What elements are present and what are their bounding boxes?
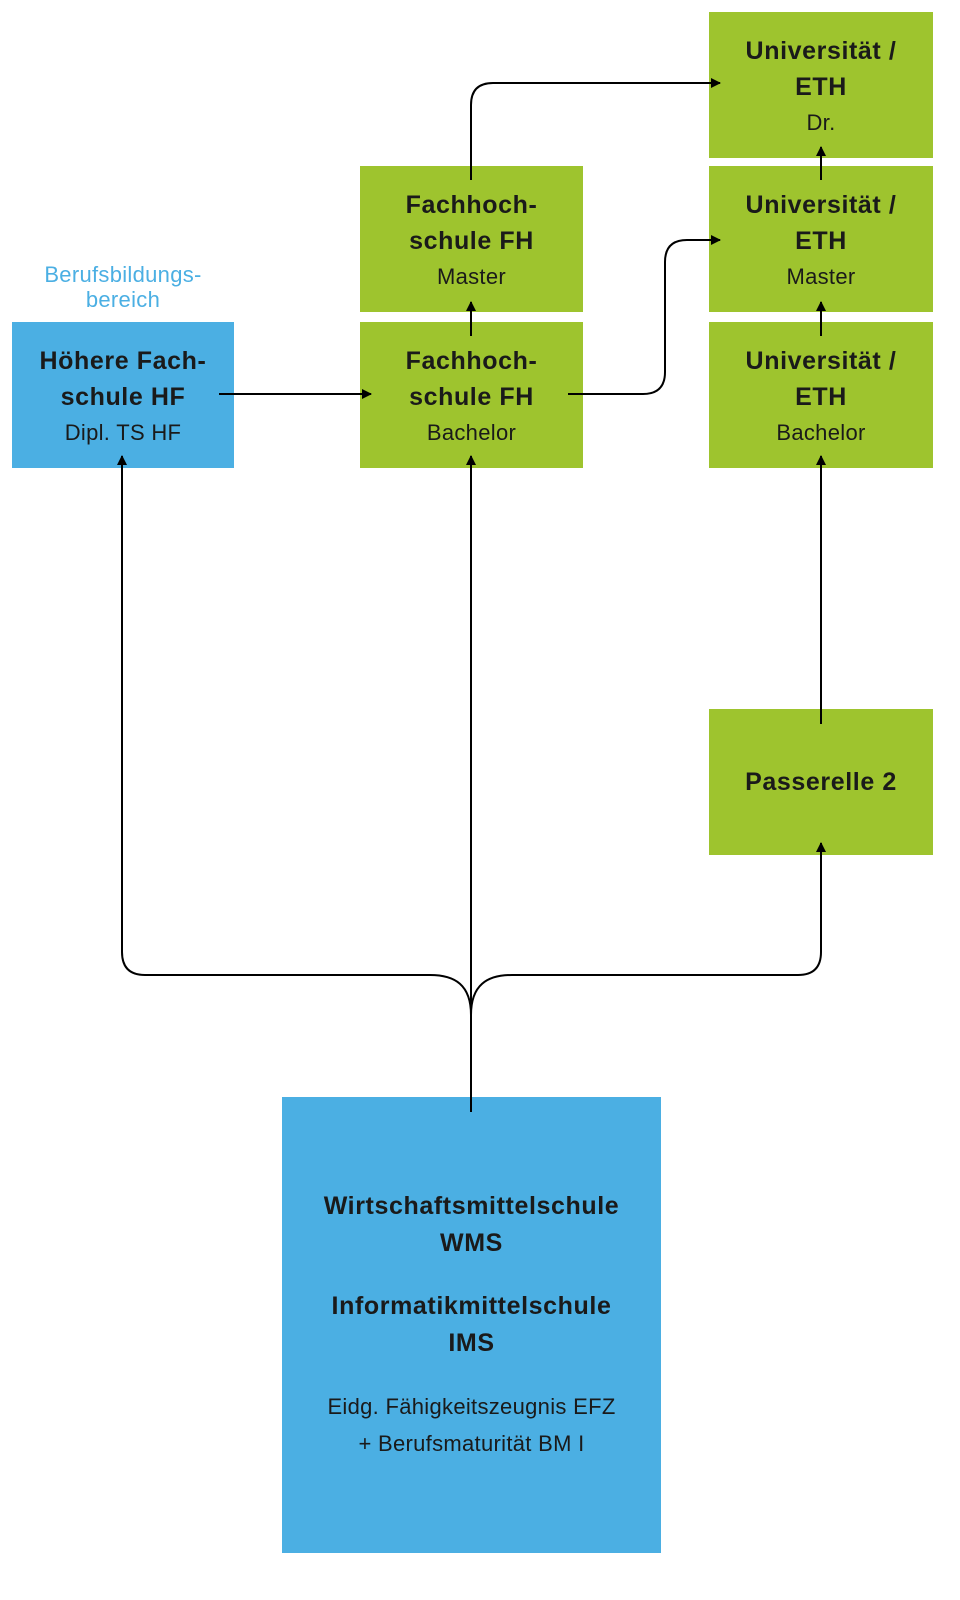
- fh-master-subtitle: Master: [436, 263, 507, 289]
- arrow-wms-to-passerelle: [470, 842, 826, 1016]
- hf-box: Höhere Fach- schule HF Dipl. TS HF: [12, 322, 234, 468]
- hf-title-line-2: schule HF: [60, 382, 186, 411]
- wms-title-line-1: Wirtschaftsmittelschule: [323, 1192, 620, 1220]
- uni-dr-title-line-2: ETH: [795, 72, 847, 101]
- wms-sub-line-2: + Berufsmaturität BM I: [358, 1431, 585, 1456]
- hf-title-line-1: Höhere Fach-: [39, 346, 207, 375]
- passerelle-title: Passerelle 2: [745, 768, 897, 796]
- ims-title-line-1: Informatikmittelschule: [331, 1292, 612, 1320]
- uni-bachelor-subtitle: Bachelor: [776, 419, 866, 445]
- uni-master-title-line-1: Universität /: [745, 190, 897, 219]
- ims-title-line-2: IMS: [448, 1329, 495, 1357]
- arrow-fh-master-to-uni-dr: [470, 78, 721, 180]
- fh-master-title-line-1: Fachhoch-: [405, 190, 538, 219]
- fh-master-box: Fachhoch- schule FH Master: [360, 166, 583, 312]
- caption-line-1: Berufsbildungs-: [44, 262, 202, 287]
- wms-title-line-2: WMS: [440, 1229, 503, 1257]
- uni-master-subtitle: Master: [786, 263, 856, 289]
- passerelle-box: Passerelle 2: [709, 709, 933, 855]
- arrow-wms-to-hf: [117, 455, 472, 1016]
- fh-bachelor-box: Fachhoch- schule FH Bachelor: [360, 322, 583, 468]
- berufsbildungsbereich-caption: Berufsbildungs- bereich: [12, 262, 234, 312]
- fh-bachelor-subtitle: Bachelor: [426, 419, 517, 445]
- uni-bachelor-title-line-2: ETH: [795, 382, 847, 411]
- hf-subtitle: Dipl. TS HF: [64, 419, 182, 445]
- fh-bachelor-title-line-1: Fachhoch-: [405, 346, 538, 375]
- uni-dr-subtitle: Dr.: [806, 109, 836, 135]
- arrow-fh-bachelor-to-uni-master: [568, 235, 721, 395]
- wms-sub-line-1: Eidg. Fähigkeitszeugnis EFZ: [327, 1394, 616, 1419]
- uni-dr-title-line-1: Universität /: [745, 36, 897, 65]
- wms-ims-box: Wirtschaftsmittelschule WMS Informatikmi…: [282, 1097, 661, 1553]
- uni-bachelor-box: Universität / ETH Bachelor: [709, 322, 933, 468]
- caption-line-2: bereich: [85, 287, 161, 312]
- fh-bachelor-title-line-2: schule FH: [409, 382, 534, 411]
- uni-dr-box: Universität / ETH Dr.: [709, 12, 933, 158]
- uni-master-box: Universität / ETH Master: [709, 166, 933, 312]
- uni-master-title-line-2: ETH: [795, 226, 847, 255]
- fh-master-title-line-2: schule FH: [409, 226, 534, 255]
- uni-bachelor-title-line-1: Universität /: [745, 346, 897, 375]
